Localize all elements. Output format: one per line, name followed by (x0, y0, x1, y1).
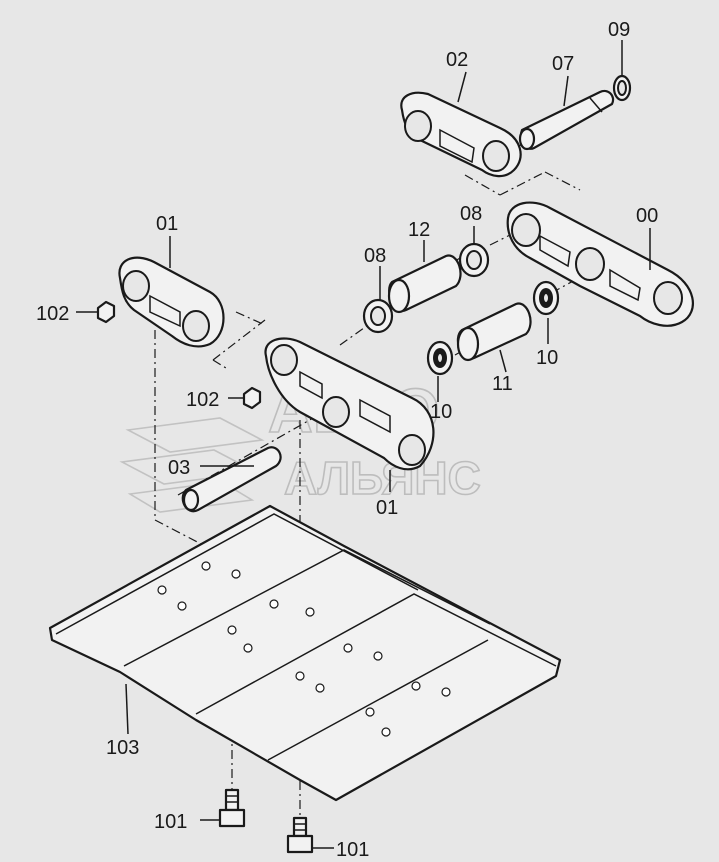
seal-part-10-left (426, 340, 454, 376)
pin-part-03 (181, 446, 282, 513)
ring-part-09 (612, 74, 632, 102)
link-part-01-middle (264, 337, 435, 471)
label-09: 09 (608, 19, 630, 41)
link-assembly-part-00 (506, 201, 694, 327)
link-part-01-upper (118, 256, 225, 348)
label-02: 02 (446, 49, 468, 71)
label-01-upper: 01 (156, 213, 178, 235)
leader-lines (76, 40, 651, 849)
watermark-line-2: АЛЬЯНС (284, 452, 481, 504)
bushing-part-12 (387, 254, 462, 314)
label-102-upper: 102 (36, 303, 69, 325)
seal-part-10-right (532, 280, 560, 316)
label-103: 103 (106, 737, 139, 759)
nut-part-102-lower (242, 386, 262, 410)
label-12: 12 (408, 219, 430, 241)
label-00: 00 (636, 205, 658, 227)
label-07: 07 (552, 53, 574, 75)
label-101-right: 101 (336, 839, 369, 861)
link-part-02 (400, 91, 522, 178)
label-03: 03 (168, 457, 190, 479)
label-11: 11 (492, 373, 513, 395)
nut-part-102-upper (96, 300, 116, 324)
label-10-right: 10 (536, 347, 558, 369)
bolt-part-101-right (286, 816, 314, 854)
label-101-left: 101 (154, 811, 187, 833)
seal-part-08-right (458, 242, 490, 278)
label-08-right: 08 (460, 203, 482, 225)
label-102-lower: 102 (186, 389, 219, 411)
label-10-left: 10 (430, 401, 452, 423)
seal-part-08-left (362, 298, 394, 334)
part-labels: 02 07 09 00 01 102 08 12 08 10 11 10 102… (36, 19, 658, 861)
bushing-part-11 (456, 302, 532, 362)
track-shoe-part-103 (48, 504, 562, 802)
bolt-part-101-left (218, 788, 246, 828)
label-08-left: 08 (364, 245, 386, 267)
pin-part-07 (518, 89, 615, 151)
label-01-lower: 01 (376, 497, 398, 519)
